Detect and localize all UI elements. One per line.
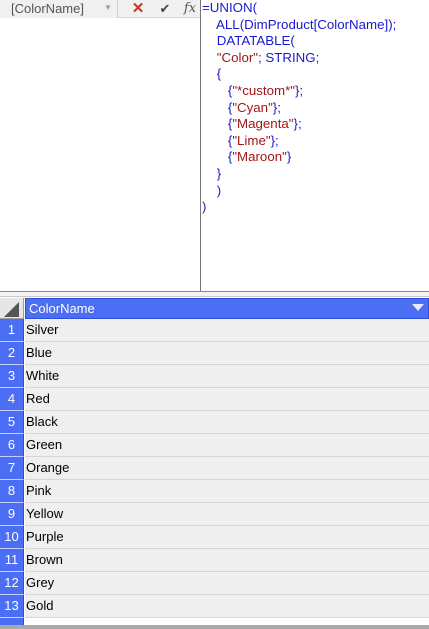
fx-icon[interactable]: fx [183,1,197,16]
row-number[interactable]: 12 [0,572,24,595]
name-box[interactable]: [ColorName] ▼ [0,0,118,18]
formula-code-token: { [202,99,233,115]
row-number[interactable]: 4 [0,388,24,411]
row-header-filler [0,618,24,628]
formula-area: [ColorName] ▼ ✕ ✔ fx =UNION( ALL(DimProd… [0,0,429,291]
row-number[interactable]: 9 [0,503,24,526]
row-number[interactable]: 10 [0,526,24,549]
table-cell[interactable]: Purple [25,526,429,549]
formula-line: "Color"; STRING; [202,50,429,67]
formula-line: {"Maroon"} [202,149,429,166]
formula-code-token: ; STRING; [258,49,320,65]
select-all-corner[interactable] [0,298,24,319]
column-header-label: ColorName [29,301,95,316]
row-number[interactable]: 13 [0,595,24,618]
formula-code-token: ) [202,182,222,198]
formula-toolbar: [ColorName] ▼ ✕ ✔ fx [0,0,200,18]
formula-code-token: ) [202,199,207,215]
table-cell[interactable]: Black [25,411,429,434]
formula-code-token: ALL(DimProduct[ColorName]); [202,16,397,32]
table-cell[interactable]: Silver [25,319,429,342]
formula-code-token: } [202,165,222,181]
row-number[interactable]: 6 [0,434,24,457]
table-cell[interactable]: Blue [25,342,429,365]
name-box-value: [ColorName] [11,1,84,16]
formula-line: ) [202,199,429,216]
formula-code-token: { [202,66,222,82]
table-cell[interactable]: Green [25,434,429,457]
formula-code-token: DATATABLE( [202,33,295,49]
formula-string-token: "Color" [216,49,258,65]
table-cell[interactable]: White [25,365,429,388]
formula-line: {"Magenta"}; [202,116,429,133]
cancel-icon[interactable]: ✕ [131,0,145,17]
formula-string-token: "Lime" [232,132,271,148]
dropdown-arrow-icon[interactable]: ▼ [104,3,112,12]
corner-triangle-icon [4,302,19,317]
formula-code-token: { [202,149,233,165]
formula-string-token: "*custom*" [232,82,295,98]
table-cell[interactable]: Grey [25,572,429,595]
formula-divider[interactable] [200,0,201,291]
formula-code-token: }; [272,99,281,115]
table-cell[interactable]: Red [25,388,429,411]
formula-code-token [202,50,217,65]
formula-code-token: }; [270,132,279,148]
formula-editor[interactable]: =UNION( ALL(DimProduct[ColorName]); DATA… [202,0,429,291]
row-number[interactable]: 7 [0,457,24,480]
formula-string-token: "Magenta" [232,116,294,132]
row-number[interactable]: 2 [0,342,24,365]
formula-line: =UNION( [202,0,429,17]
table-cell[interactable]: Orange [25,457,429,480]
table-cell[interactable]: Brown [25,549,429,572]
pane-splitter[interactable] [0,291,429,297]
table-cell[interactable]: Yellow [25,503,429,526]
formula-line: ALL(DimProduct[ColorName]); [202,17,429,34]
checkmark-icon[interactable]: ✔ [159,1,171,16]
formula-code-token: { [202,116,233,132]
table-cell[interactable]: Pink [25,480,429,503]
formula-code-token: }; [293,116,302,132]
formula-code-token: { [202,132,233,148]
horizontal-scrollbar[interactable] [0,625,429,629]
row-number[interactable]: 1 [0,319,24,342]
formula-code-token: =UNION( [202,0,258,15]
formula-code-token: } [286,149,292,165]
column-header-colorname[interactable]: ColorName [25,298,429,319]
formula-line: { [202,66,429,83]
table-cell[interactable]: Gold [25,595,429,618]
formula-line: } [202,166,429,183]
formula-line: {"Cyan"}; [202,100,429,117]
formula-code-token: { [202,82,233,98]
row-number[interactable]: 8 [0,480,24,503]
filter-dropdown-icon[interactable] [412,304,424,311]
row-number[interactable]: 3 [0,365,24,388]
formula-line: {"*custom*"}; [202,83,429,100]
formula-code-token: }; [294,82,304,98]
formula-line: DATATABLE( [202,33,429,50]
formula-line: ) [202,183,429,200]
formula-line: {"Lime"}; [202,133,429,150]
row-number[interactable]: 5 [0,411,24,434]
formula-string-token: "Cyan" [232,99,273,115]
row-number[interactable]: 11 [0,549,24,572]
formula-string-token: "Maroon" [232,149,287,165]
